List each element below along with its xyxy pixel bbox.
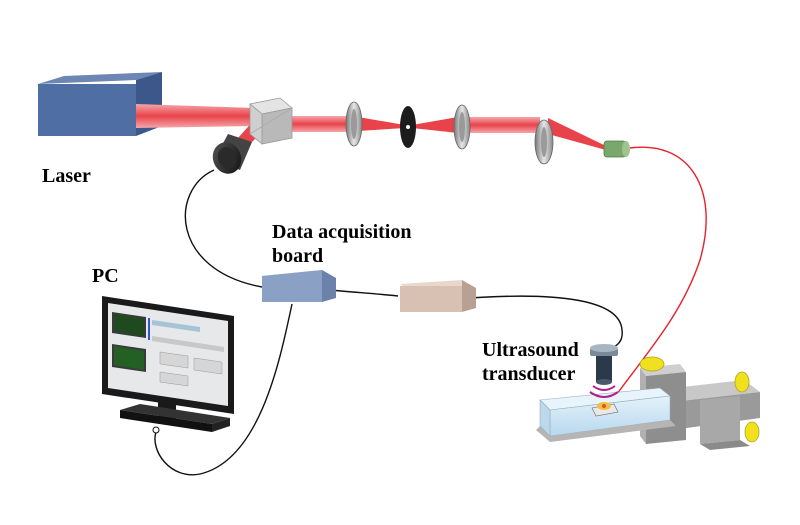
- label-transducer-line1: Ultrasound: [482, 339, 579, 361]
- cable-daq-amplifier: [329, 289, 399, 297]
- beam-splitter-icon: [249, 97, 293, 145]
- label-transducer-line2: transducer: [482, 363, 576, 385]
- label-laser: Laser: [42, 165, 91, 187]
- label-daq-line1: Data acquisition: [272, 221, 412, 243]
- lens-icon: [345, 101, 363, 147]
- daq-board-icon: [262, 270, 336, 302]
- transducer-icon: [589, 344, 619, 398]
- photodiode-icon: [212, 134, 252, 174]
- water-tank-icon: [536, 387, 676, 442]
- cable-daq-pc: [154, 303, 293, 476]
- label-pc: PC: [92, 265, 119, 287]
- label-daq-line2: board: [272, 245, 324, 267]
- monitor-icon: [102, 296, 234, 434]
- lens-icon: [453, 104, 471, 150]
- pinhole-icon: [400, 106, 416, 148]
- laser-beam: [136, 104, 606, 150]
- amplifier-icon: [400, 280, 476, 312]
- lens-icon: [534, 119, 554, 165]
- fiber-coupler-icon: [603, 140, 630, 158]
- optical-fiber: [603, 146, 707, 413]
- cable-photodiode-daq: [184, 169, 263, 288]
